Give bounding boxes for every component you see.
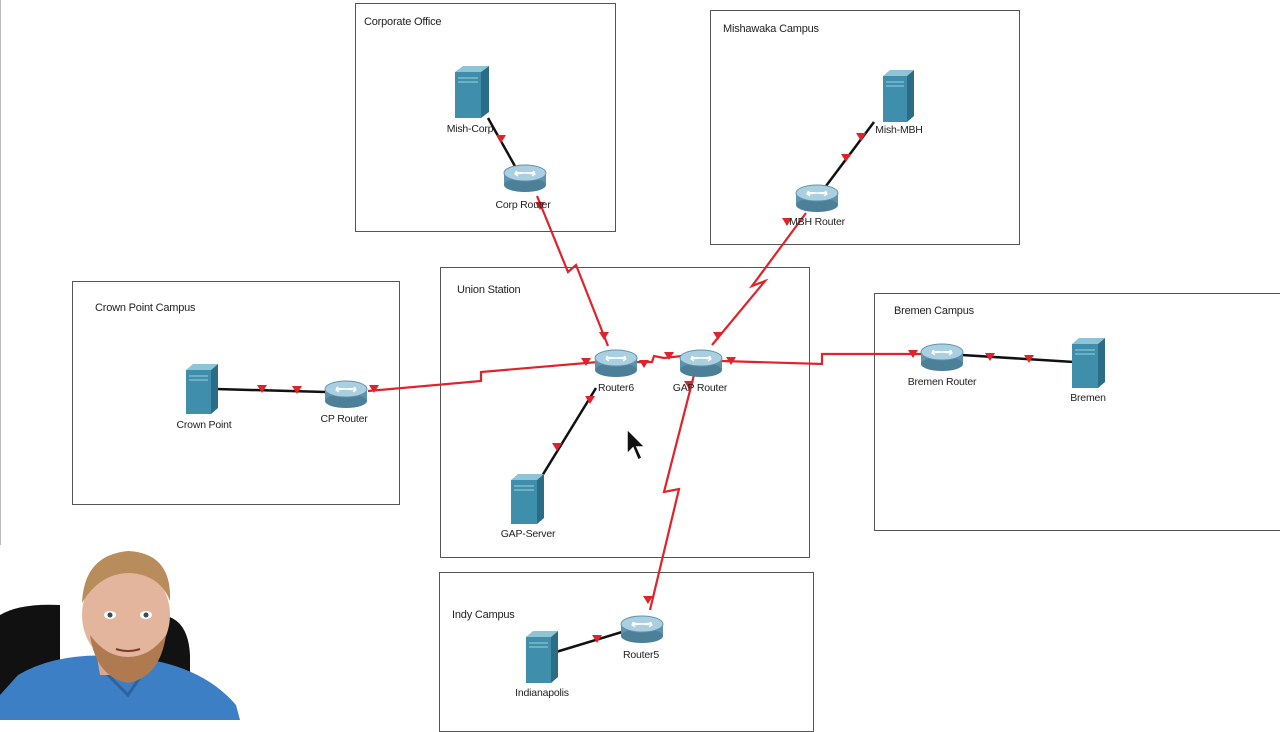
- server-gap-server[interactable]: [511, 474, 544, 524]
- device-label-gap-server: GAP-Server: [500, 528, 556, 540]
- server-icon: [1072, 338, 1105, 388]
- server-icon: [511, 474, 544, 524]
- workspace-edge: [0, 0, 1, 720]
- link-indianapolis-router5: [555, 630, 623, 654]
- link-bremenrouter-bremen: [961, 353, 1075, 364]
- router-router6[interactable]: [594, 348, 638, 378]
- server-icon: [455, 66, 489, 118]
- link-gaprouter-bremenrouter: [721, 352, 924, 366]
- presenter-webcam: [0, 545, 240, 720]
- router-corp[interactable]: [503, 163, 547, 193]
- device-label-bremen-router: Bremen Router: [907, 376, 977, 388]
- device-label-router5: Router5: [623, 649, 659, 661]
- device-label-mish-corp: Mish-Corp: [446, 123, 494, 135]
- router-icon: [594, 349, 638, 377]
- server-bremen[interactable]: [1072, 338, 1105, 388]
- server-icon: [186, 364, 218, 414]
- area-label: Mishawaka Campus: [723, 23, 819, 35]
- link-state-markers: [257, 133, 1034, 643]
- router-icon: [324, 380, 368, 408]
- area-label: Union Station: [457, 284, 521, 296]
- device-label-indianapolis: Indianapolis: [515, 687, 569, 699]
- link-mishcorp-corprouter: [486, 117, 518, 169]
- area-union-station[interactable]: Union Station: [440, 267, 810, 558]
- area-bremen-campus[interactable]: Bremen Campus: [874, 293, 1280, 531]
- device-label-crown-point: Crown Point: [176, 419, 232, 431]
- router-icon: [795, 184, 839, 212]
- router-bremen[interactable]: [920, 342, 964, 372]
- device-label-router6: Router6: [598, 382, 634, 394]
- server-icon: [526, 631, 558, 683]
- link-gaprouter-router5: [648, 374, 696, 611]
- router-gap[interactable]: [679, 348, 723, 378]
- router-mbh[interactable]: [795, 183, 839, 213]
- link-mbhrouter-gaprouter: [711, 212, 807, 346]
- server-icon: [883, 70, 914, 122]
- device-label-bremen: Bremen: [1070, 392, 1106, 404]
- router-router5[interactable]: [620, 614, 664, 644]
- area-mishawaka-campus[interactable]: Mishawaka Campus: [710, 10, 1020, 245]
- device-label-mbh-router: MBH Router: [789, 216, 845, 228]
- server-mish-mbh[interactable]: [883, 70, 914, 122]
- area-corporate-office[interactable]: Corporate Office: [355, 3, 616, 232]
- area-label: Crown Point Campus: [95, 302, 196, 314]
- device-label-gap-router: GAP Router: [672, 382, 728, 394]
- link-crownpoint-cprouter: [215, 387, 327, 394]
- presenter-image: [0, 545, 240, 720]
- router-icon: [503, 164, 547, 192]
- area-indy-campus[interactable]: Indy Campus: [439, 572, 814, 732]
- mouse-pointer-icon: [626, 428, 647, 462]
- link-corprouter-router6: [535, 195, 610, 347]
- device-label-corp-router: Corp Router: [495, 199, 551, 211]
- server-mish-corp[interactable]: [455, 66, 489, 118]
- router-cp[interactable]: [324, 379, 368, 409]
- link-cprouter-router6: [367, 360, 599, 393]
- area-label: Indy Campus: [452, 609, 515, 621]
- router-icon: [620, 615, 664, 643]
- link-gapserver-router6: [540, 387, 598, 477]
- server-crown-point[interactable]: [186, 364, 218, 414]
- device-label-cp-router: CP Router: [320, 413, 368, 425]
- device-label-mish-mbh: Mish-MBH: [875, 124, 923, 136]
- server-indianapolis[interactable]: [526, 631, 558, 683]
- router-icon: [920, 343, 964, 371]
- area-label: Corporate Office: [364, 16, 442, 28]
- area-label: Bremen Campus: [894, 305, 974, 317]
- router-icon: [679, 349, 723, 377]
